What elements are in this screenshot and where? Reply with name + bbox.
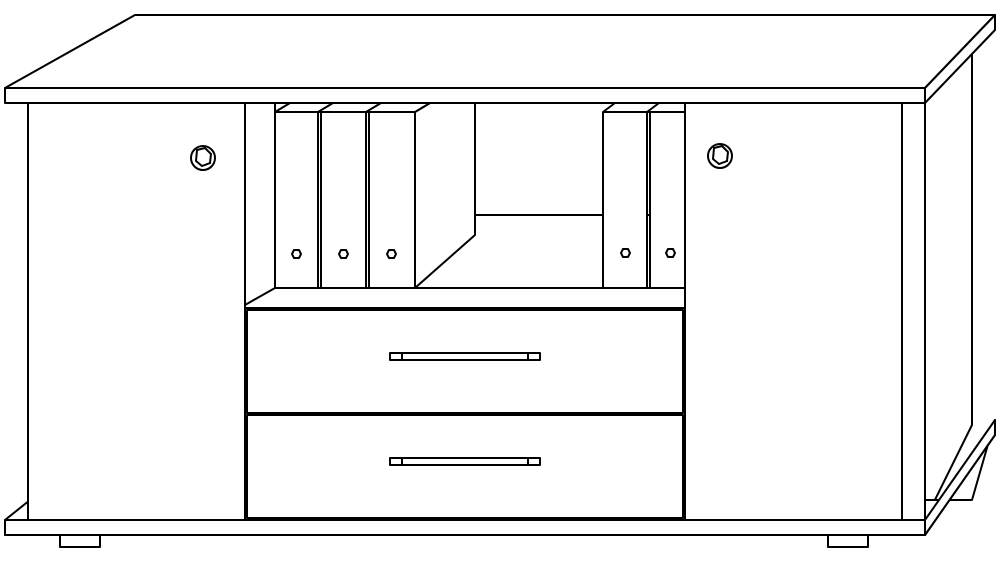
cabinet-top <box>4 14 996 104</box>
binder-hole-icon <box>665 248 676 258</box>
binder-hole-icon <box>291 249 302 259</box>
drawer-handle[interactable] <box>389 457 541 466</box>
binder-hole-icon <box>386 249 397 259</box>
binders-right <box>602 102 686 289</box>
drawer-handle[interactable] <box>389 352 541 361</box>
binder-hole-icon <box>620 248 631 258</box>
drawer-top[interactable] <box>246 309 684 414</box>
binder <box>368 111 416 289</box>
binders-left <box>274 102 476 289</box>
binder <box>602 111 648 289</box>
door-right[interactable] <box>684 102 903 521</box>
drawer-bottom[interactable] <box>246 414 684 519</box>
binder <box>320 111 367 289</box>
foot-left <box>59 534 101 548</box>
binder <box>649 111 686 289</box>
door-left[interactable] <box>27 102 246 521</box>
binder <box>274 111 319 289</box>
side-panel <box>924 39 973 521</box>
foot-right <box>827 534 869 548</box>
binder-hole-icon <box>338 249 349 259</box>
